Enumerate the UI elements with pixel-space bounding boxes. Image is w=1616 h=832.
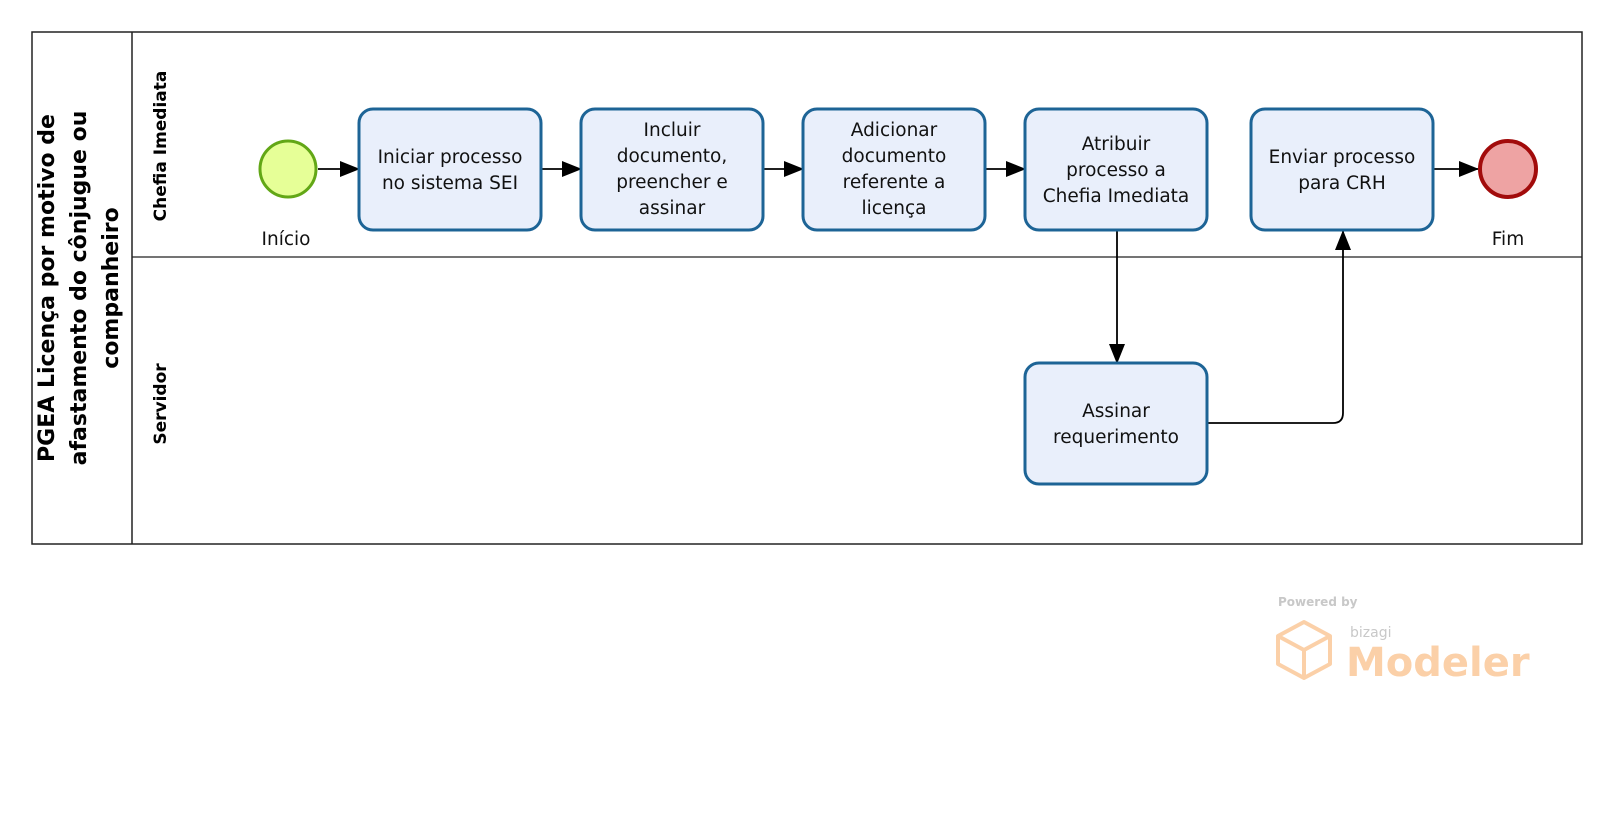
task-label-line-2: processo a bbox=[1066, 160, 1166, 181]
end-event[interactable]: Fim bbox=[1478, 139, 1538, 250]
task-label-line-4: licença bbox=[861, 198, 926, 219]
task-enviar-processo[interactable]: Enviar processo para CRH bbox=[1249, 107, 1435, 232]
bizagi-watermark: Powered by bizagi Modeler bbox=[1276, 595, 1530, 686]
end-event-label: Fim bbox=[1492, 229, 1524, 250]
task-label-line-1: Enviar processo bbox=[1269, 147, 1416, 168]
sequence-flows bbox=[318, 161, 1479, 424]
task-label-line-3: referente a bbox=[843, 172, 946, 193]
task-box[interactable] bbox=[1023, 107, 1209, 232]
flow-t6-to-t5 bbox=[1207, 230, 1351, 424]
start-event-circle[interactable] bbox=[258, 139, 318, 199]
task-box[interactable] bbox=[357, 107, 543, 232]
end-event-circle[interactable] bbox=[1478, 139, 1538, 199]
lane-servidor: Servidor bbox=[151, 363, 171, 445]
start-event[interactable]: Início bbox=[258, 139, 318, 250]
task-label-line-1: Assinar bbox=[1082, 401, 1150, 422]
task-label-line-1: Iniciar processo bbox=[378, 147, 523, 168]
task-box[interactable] bbox=[1023, 361, 1209, 486]
task-label-line-3: preencher e bbox=[616, 172, 728, 193]
task-label-line-2: documento bbox=[842, 146, 947, 167]
lane-label-chefia: Chefia Imediata bbox=[151, 71, 171, 222]
watermark-brand: bizagi bbox=[1350, 625, 1391, 641]
bizagi-cube-icon bbox=[1276, 620, 1332, 680]
task-label-line-4: assinar bbox=[639, 198, 706, 219]
task-label-line-1: Incluir bbox=[644, 120, 701, 141]
task-label-line-2: para CRH bbox=[1298, 173, 1386, 194]
watermark-product: Modeler bbox=[1346, 640, 1530, 686]
task-label-line-2: requerimento bbox=[1053, 427, 1179, 448]
pool-title: PGEA Licença por motivo de afastamento d… bbox=[35, 111, 124, 466]
task-label-line-1: Adicionar bbox=[851, 120, 938, 141]
task-label-line-2: documento, bbox=[617, 146, 728, 167]
pool-title-line-1: PGEA Licença por motivo de bbox=[35, 114, 60, 462]
task-adicionar-documento[interactable]: Adicionar documento referente a licença bbox=[801, 107, 987, 232]
task-label-line-2: no sistema SEI bbox=[382, 173, 518, 194]
lane-chefia-imediata: Chefia Imediata bbox=[132, 71, 1582, 258]
pool-title-line-2: afastamento do cônjugue ou bbox=[67, 111, 92, 466]
watermark-powered-by: Powered by bbox=[1278, 595, 1358, 609]
task-assinar-requerimento[interactable]: Assinar requerimento bbox=[1023, 361, 1209, 486]
task-box[interactable] bbox=[579, 107, 765, 232]
task-iniciar-processo[interactable]: Iniciar processo no sistema SEI bbox=[357, 107, 543, 232]
task-label-line-3: Chefia Imediata bbox=[1043, 186, 1190, 207]
lane-label-servidor: Servidor bbox=[151, 363, 171, 445]
task-atribuir-processo[interactable]: Atribuir processo a Chefia Imediata bbox=[1023, 107, 1209, 232]
start-event-label: Início bbox=[262, 229, 311, 250]
task-box[interactable] bbox=[1249, 107, 1435, 232]
task-box[interactable] bbox=[801, 107, 987, 232]
task-incluir-documento[interactable]: Incluir documento, preencher e assinar bbox=[579, 107, 765, 232]
task-label-line-1: Atribuir bbox=[1082, 134, 1151, 155]
pool-title-line-3: companheiro bbox=[99, 207, 124, 368]
